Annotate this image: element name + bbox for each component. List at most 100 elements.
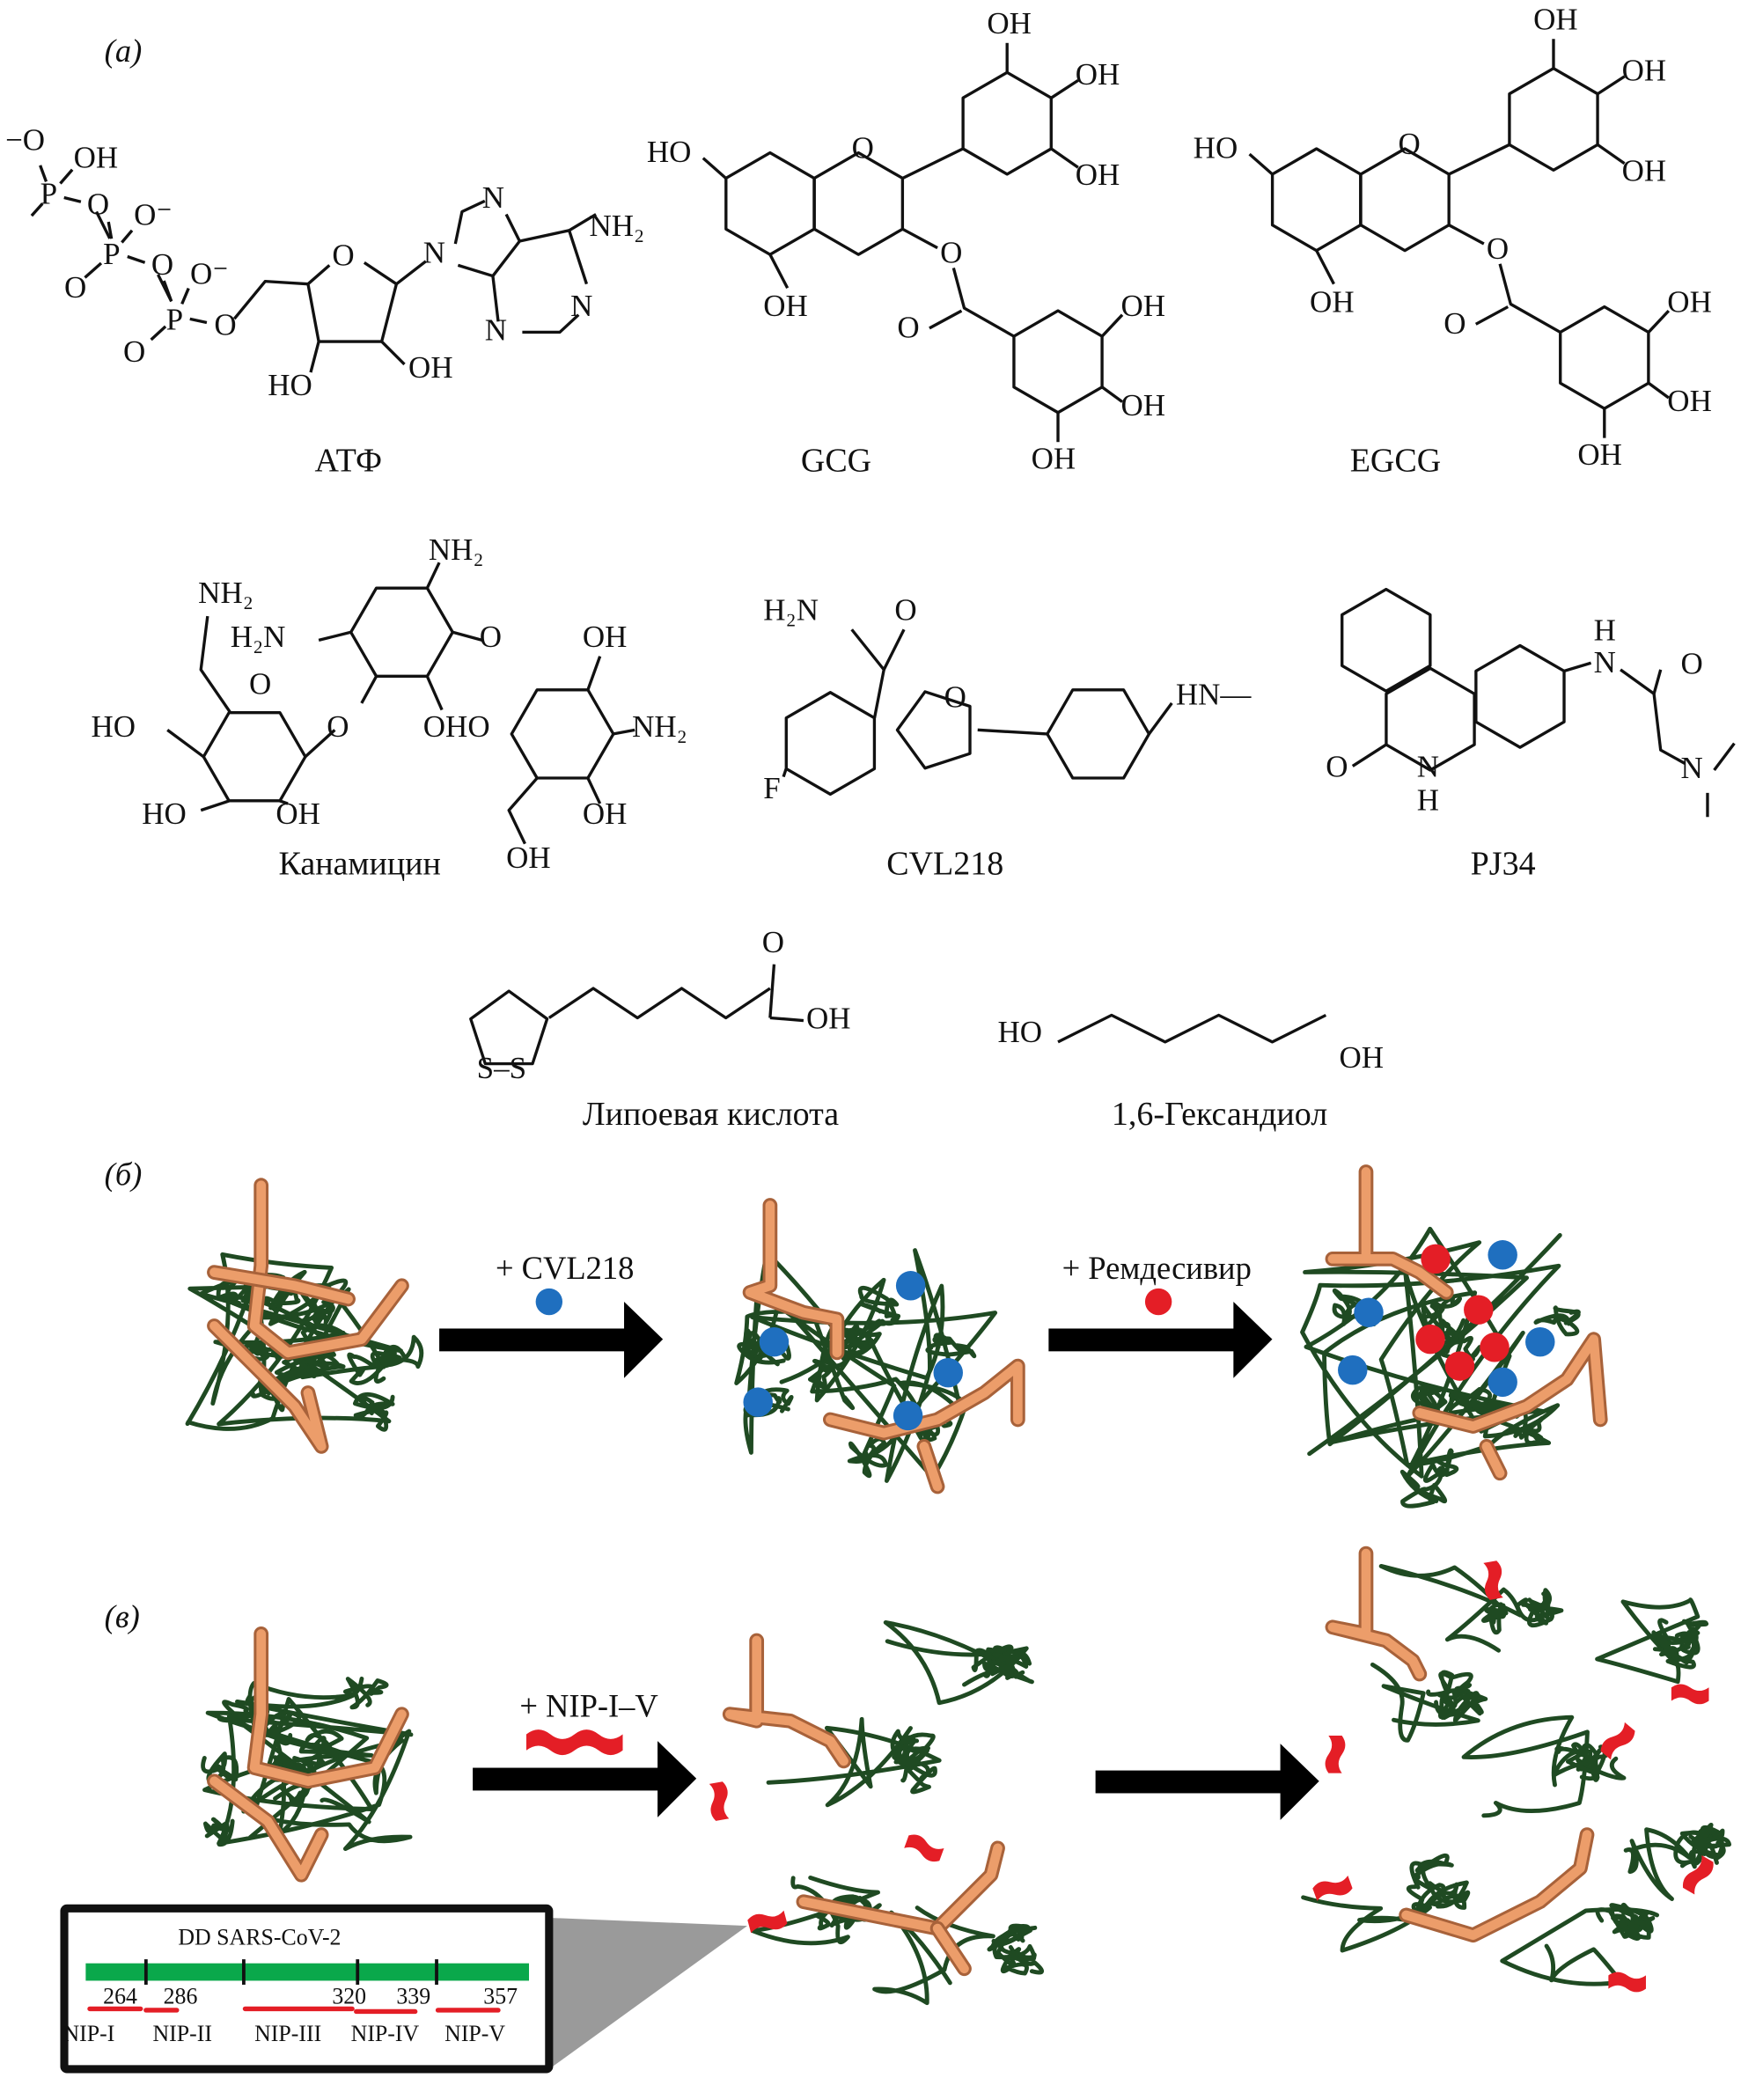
remdesivir-dot xyxy=(1415,1324,1445,1355)
protein-fragment xyxy=(1301,1895,1434,1953)
bond xyxy=(59,168,74,185)
bond xyxy=(1341,587,1432,693)
nip-peptide xyxy=(1600,1722,1635,1760)
bond xyxy=(180,287,190,305)
kanamycin-atom-label: O xyxy=(480,620,502,654)
gcg-atom-label: OH xyxy=(1121,388,1166,422)
rna-chain-inner xyxy=(919,1442,943,1492)
rna-chain-inner xyxy=(1414,1334,1605,1431)
rna-chain-inner xyxy=(1481,1442,1505,1479)
cvl218-atom-label: O xyxy=(944,679,966,714)
rna-chain-inner xyxy=(932,1923,969,1974)
bond xyxy=(1101,313,1124,338)
gcg-atom-label: OH xyxy=(1076,57,1120,92)
protein-coil-tangle xyxy=(893,1744,930,1771)
bond xyxy=(951,267,1015,338)
bond xyxy=(1597,143,1626,165)
protein-coil-tangle xyxy=(992,1925,1037,1968)
lipoic_acid-atom-label: O xyxy=(762,925,784,959)
gcg-name: GCG xyxy=(801,443,871,480)
position-264: 264 xyxy=(103,1983,137,2008)
protein-coil-tangle xyxy=(1426,1670,1473,1709)
cvl218-dot xyxy=(743,1387,773,1417)
protein-fragment xyxy=(1461,1715,1590,1818)
protein-coil-tangle xyxy=(1656,1629,1698,1662)
bond xyxy=(1648,381,1670,400)
atp-atom-label: −O xyxy=(5,123,45,158)
gcg-atom-label: OH xyxy=(1032,442,1076,476)
kanamycin-atom-label: OH xyxy=(275,797,320,831)
protein-coil-tangle xyxy=(971,1644,1014,1678)
position-286: 286 xyxy=(164,1983,198,2008)
egcg-atom-label: O xyxy=(1398,127,1420,161)
bond xyxy=(1248,152,1274,176)
kanamycin-name: Канамицин xyxy=(278,846,440,883)
atp-atom-label: HO xyxy=(268,368,312,402)
kanamycin-atom-label: O xyxy=(249,666,271,701)
kanamycin-atom-label: HO xyxy=(142,797,187,831)
lipoic_acid-atom-label: OH xyxy=(806,1002,851,1036)
bond xyxy=(507,777,539,845)
protein-coil-tangle xyxy=(201,1751,239,1783)
lipoic_acid-atom-label: S–S xyxy=(477,1051,526,1085)
cvl218-dot xyxy=(1488,1240,1517,1270)
cvl218-dot xyxy=(1488,1367,1517,1398)
panel-label-a: (а) xyxy=(105,33,143,69)
egcg-atom-label: O xyxy=(1487,231,1509,266)
atp-atom-label: O xyxy=(214,307,236,341)
domain-ticks xyxy=(143,1959,438,1986)
hexanediol-atom-label: HO xyxy=(998,1015,1043,1049)
lipoic-acid-name: Липоевая кислота xyxy=(583,1096,839,1133)
gcg-atom-label: OH xyxy=(763,289,808,323)
bond xyxy=(1498,263,1561,334)
kanamycin-atom-label: OHO xyxy=(423,709,490,744)
remdesivir-dot xyxy=(1480,1333,1510,1362)
protein-coil-tangle xyxy=(1515,1588,1552,1623)
egcg-atom-label: OH xyxy=(1310,285,1355,319)
egcg-atom-label: OH xyxy=(1622,53,1667,87)
pj34-atom-label: N xyxy=(1681,751,1703,785)
cvl218-dot xyxy=(933,1357,963,1388)
chemical-bonds xyxy=(30,39,1736,1066)
kanamycin-atom-label: NH₂ xyxy=(429,532,484,567)
bond xyxy=(469,989,549,1066)
nip-peptide xyxy=(1671,1684,1709,1705)
bond xyxy=(522,313,580,334)
bond xyxy=(1359,147,1451,253)
rna-chain-inner xyxy=(209,1267,353,1304)
atp-atom-label: O xyxy=(332,238,354,272)
panel-label-b: (б) xyxy=(105,1156,143,1193)
protein-coil-tangle xyxy=(1688,1823,1732,1849)
bond xyxy=(1012,309,1104,415)
bond xyxy=(547,987,771,1020)
atp-atom-label: O xyxy=(87,187,109,222)
bond xyxy=(850,628,885,718)
bond xyxy=(929,309,963,330)
gcg-atom-label: HO xyxy=(647,135,692,169)
arrow-c1 xyxy=(473,1741,697,1817)
protein-coil-tangle xyxy=(1533,1305,1581,1337)
bond xyxy=(452,630,483,642)
inset-pointer xyxy=(548,1917,748,2069)
bond xyxy=(127,254,146,264)
kanamycin-atom-label: HO xyxy=(91,709,136,744)
arrow-b1 xyxy=(439,1302,664,1378)
bond xyxy=(425,562,441,589)
hexanediol-atom-label: OH xyxy=(1340,1040,1385,1075)
egcg-atom-label: OH xyxy=(1667,384,1712,418)
protein-coil-tangle xyxy=(342,1676,389,1710)
protein-fragment xyxy=(750,1876,880,1946)
bond xyxy=(349,586,454,679)
bond xyxy=(568,213,597,232)
egcg-atom-label: OH xyxy=(1667,285,1712,319)
remdesivir-dot xyxy=(1444,1351,1475,1381)
bond xyxy=(395,260,427,286)
bond xyxy=(1647,309,1671,334)
cvl218-atom-label: HN— xyxy=(1176,677,1252,711)
bond xyxy=(1101,385,1124,403)
cvl218-name: CVL218 xyxy=(886,846,1003,883)
pj34-atom-label: O xyxy=(1326,750,1348,784)
peptide-segments xyxy=(87,2006,501,2015)
pj34-atom-label: N xyxy=(1417,750,1439,784)
